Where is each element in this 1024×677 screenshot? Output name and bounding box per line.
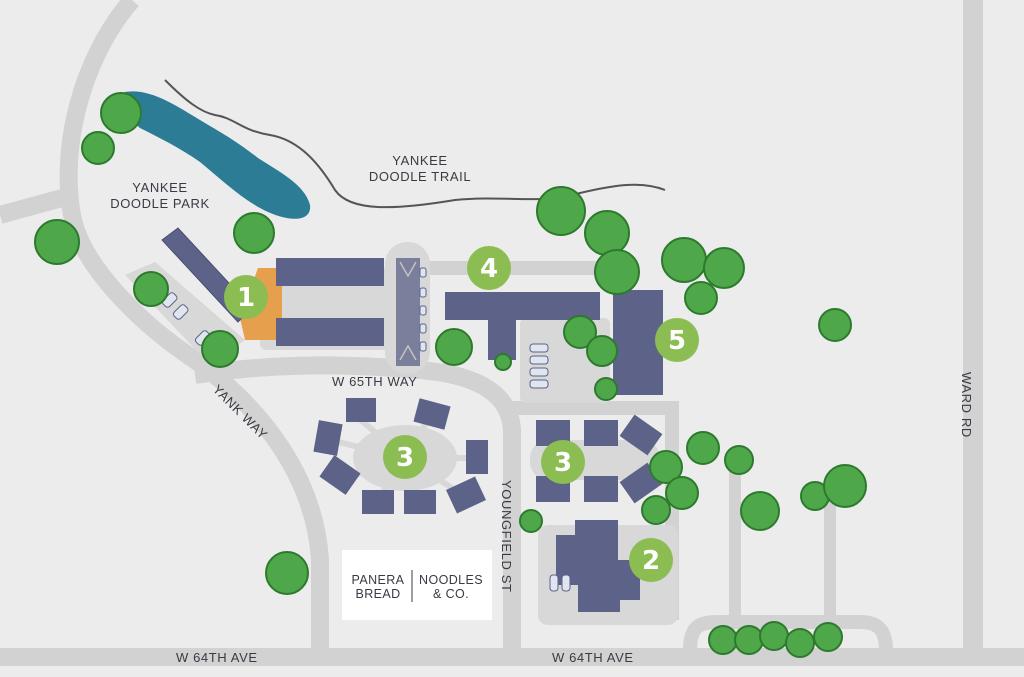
panera-bread-logo: PANERA <box>352 573 405 587</box>
tree-icon <box>265 551 309 595</box>
building-5 <box>613 290 663 395</box>
map-marker-icon[interactable]: 3 <box>541 440 585 484</box>
cottage <box>313 420 343 456</box>
map-marker-icon[interactable]: 1 <box>224 275 268 319</box>
ward-rd-label: WARD RD <box>959 372 974 438</box>
tree-icon <box>563 315 597 349</box>
parked-car-icon <box>419 267 427 278</box>
svg-text:& CO.: & CO. <box>433 587 469 601</box>
tree-icon <box>233 212 275 254</box>
parked-car-icon <box>561 574 571 592</box>
tree-icon <box>519 509 543 533</box>
cottage <box>319 455 361 495</box>
parked-car-icon <box>419 305 427 316</box>
w64th-ave-label-left: W 64TH AVE <box>176 650 258 665</box>
trail-label: YANKEE <box>392 153 447 168</box>
tree-icon <box>686 431 720 465</box>
parked-cars <box>161 267 571 592</box>
map-marker-icon[interactable]: 3 <box>383 435 427 479</box>
youngfield-st-label: YOUNGFIELD ST <box>499 480 514 593</box>
tree-icon <box>641 495 671 525</box>
tree-icon <box>584 210 630 256</box>
logo-card <box>342 550 492 620</box>
tree-icon <box>586 335 618 367</box>
cottage <box>584 476 618 502</box>
tree-icon <box>740 491 780 531</box>
parked-car-icon <box>529 379 549 389</box>
marker-label: 3 <box>554 448 572 478</box>
marker-label: 2 <box>642 546 660 576</box>
tree-icon <box>708 625 738 655</box>
parked-car-icon <box>419 323 427 334</box>
trees <box>34 92 867 658</box>
tree-icon <box>813 622 843 652</box>
building-2 <box>556 520 640 612</box>
marker-label: 4 <box>480 254 498 284</box>
parked-car-icon <box>172 304 189 320</box>
w64th-ave-label-right: W 64TH AVE <box>552 650 634 665</box>
building-wing-south <box>276 318 384 346</box>
yankee-doodle-trail <box>164 79 666 209</box>
svg-text:DOODLE PARK: DOODLE PARK <box>110 196 210 211</box>
cottage <box>446 476 486 514</box>
map-marker-icon[interactable]: 2 <box>629 538 673 582</box>
tree-icon <box>785 628 815 658</box>
tree-icon <box>724 445 754 475</box>
w65th-way-label: W 65TH WAY <box>332 374 417 389</box>
marker-label: 5 <box>668 326 686 356</box>
tree-icon <box>594 377 618 401</box>
cottage <box>362 490 394 514</box>
tree-icon <box>734 625 764 655</box>
building-wing-north <box>276 258 384 286</box>
tree-icon <box>435 328 473 366</box>
tree-icon <box>81 131 115 165</box>
map-marker-icon[interactable]: 4 <box>467 246 511 290</box>
cottage <box>466 440 488 474</box>
marker-label: 1 <box>237 283 255 313</box>
marker-label: 3 <box>396 443 414 473</box>
tree-icon <box>684 281 718 315</box>
park-label: YANKEE <box>132 180 187 195</box>
cottage <box>619 414 663 456</box>
parked-car-icon <box>529 343 549 353</box>
tree-icon <box>759 621 789 651</box>
cottage <box>346 398 376 422</box>
map-markers[interactable]: 1 2 3 3 4 5 <box>224 246 699 582</box>
building-4 <box>445 292 600 320</box>
tree-icon <box>594 249 640 295</box>
noodles-co-logo: NOODLES <box>419 573 483 587</box>
cottage <box>584 420 618 446</box>
parked-car-icon <box>419 341 427 352</box>
tree-icon <box>494 353 512 371</box>
parked-car-icon <box>419 287 427 298</box>
building-central <box>396 258 420 366</box>
svg-text:DOODLE TRAIL: DOODLE TRAIL <box>369 169 471 184</box>
parked-car-icon <box>529 355 549 365</box>
tree-icon <box>133 271 169 307</box>
tree-icon <box>649 450 683 484</box>
tree-icon <box>661 237 707 283</box>
svg-text:BREAD: BREAD <box>355 587 400 601</box>
tree-icon <box>818 308 852 342</box>
tree-icon <box>703 247 745 289</box>
parked-car-icon <box>549 574 559 592</box>
road-bottom-loop <box>683 615 893 651</box>
cottage <box>404 490 436 514</box>
road-yank-way <box>59 0 329 650</box>
map-marker-icon[interactable]: 5 <box>655 318 699 362</box>
yankee-doodle-lake <box>122 91 311 219</box>
tree-icon <box>665 476 699 510</box>
tree-icon <box>823 464 867 508</box>
tree-icon <box>536 186 586 236</box>
cottage <box>413 398 451 430</box>
road-west-spur <box>0 189 65 224</box>
tree-icon <box>201 330 239 368</box>
tree-icon <box>100 92 142 134</box>
restaurant-logos: PANERA BREAD NOODLES & CO. <box>342 550 492 620</box>
tree-icon <box>34 219 80 265</box>
parked-car-icon <box>529 367 549 377</box>
